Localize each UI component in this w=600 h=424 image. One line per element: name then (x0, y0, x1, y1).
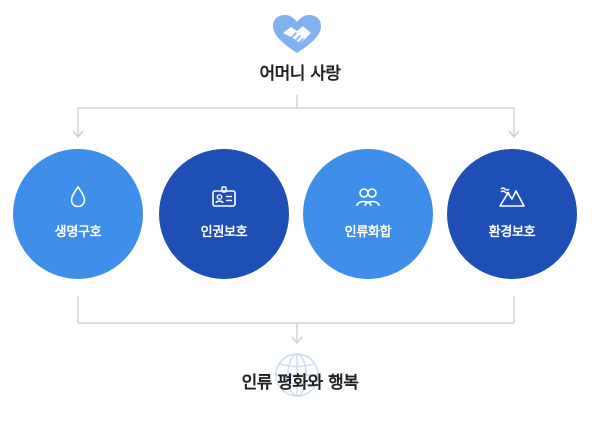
bottom-title: 인류 평화와 행복 (241, 373, 359, 393)
node-environment[interactable]: 환경보호 (447, 149, 577, 279)
node-life-relief[interactable]: 생명구호 (13, 149, 143, 279)
node-harmony[interactable]: 인류화합 (303, 149, 433, 279)
globe-icon (275, 353, 319, 397)
heart-handshake-icon (273, 15, 321, 53)
node-label: 환경보호 (488, 225, 536, 240)
mountain-icon (499, 187, 525, 207)
node-label: 생명구호 (54, 225, 102, 240)
people-icon (356, 188, 380, 207)
node-label: 인류화합 (344, 225, 392, 240)
node-human-rights[interactable]: 인권보호 (159, 149, 289, 279)
water-drop-icon (70, 185, 86, 208)
top-title: 어머니 사랑 (259, 64, 341, 84)
id-card-icon (212, 186, 236, 207)
node-label: 인권보호 (200, 225, 248, 240)
